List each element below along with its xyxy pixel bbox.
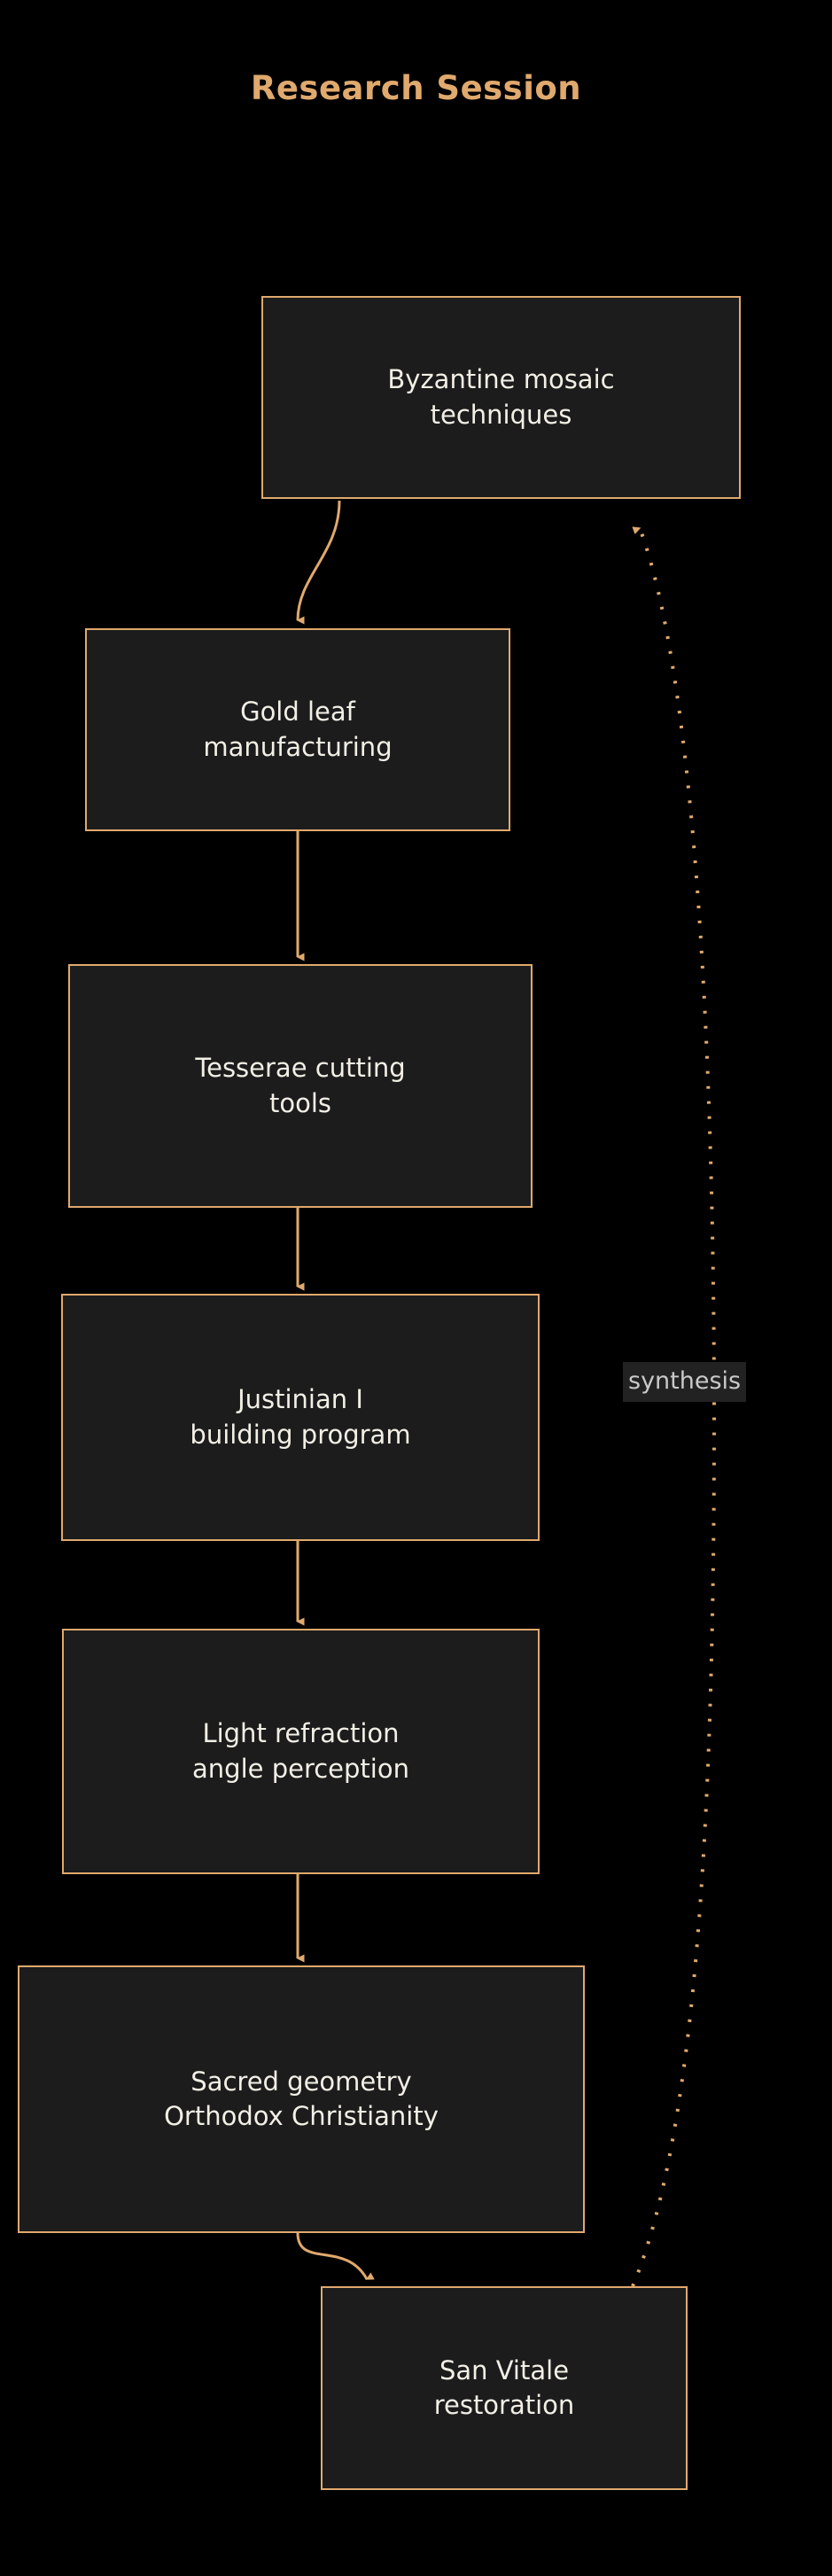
node-label: San Vitale restoration <box>433 2354 575 2420</box>
page-title: Research Session <box>250 69 582 107</box>
node-label: Byzantine mosaic techniques <box>387 364 615 430</box>
node-gold-leaf-manufacturing[interactable]: Gold leaf manufacturing <box>85 628 510 831</box>
node-label: Gold leaf manufacturing <box>203 697 393 762</box>
node-label: Light refraction angle perception <box>192 1718 409 1784</box>
node-label: Justinian I building program <box>190 1384 411 1450</box>
node-label: Tesserae cutting tools <box>195 1053 406 1118</box>
node-light-refraction-angle-perception[interactable]: Light refraction angle perception <box>62 1629 540 1874</box>
edge-label-synthesis: synthesis <box>623 1362 747 1402</box>
edge-n1-n2 <box>296 500 341 625</box>
node-san-vitale-restoration[interactable]: San Vitale restoration <box>321 2286 688 2490</box>
edge-n6-n7 <box>296 2232 375 2280</box>
node-label: Sacred geometry Orthodox Christianity <box>164 2066 439 2131</box>
node-byzantine-mosaic-techniques[interactable]: Byzantine mosaic techniques <box>261 296 741 499</box>
node-sacred-geometry-orthodox-christianity[interactable]: Sacred geometry Orthodox Christianity <box>18 1965 585 2233</box>
node-justinian-i-building-program[interactable]: Justinian I building program <box>61 1294 540 1541</box>
node-tesserae-cutting-tools[interactable]: Tesserae cutting tools <box>68 964 533 1208</box>
edge-n7-n1-synthesis <box>631 526 717 2287</box>
